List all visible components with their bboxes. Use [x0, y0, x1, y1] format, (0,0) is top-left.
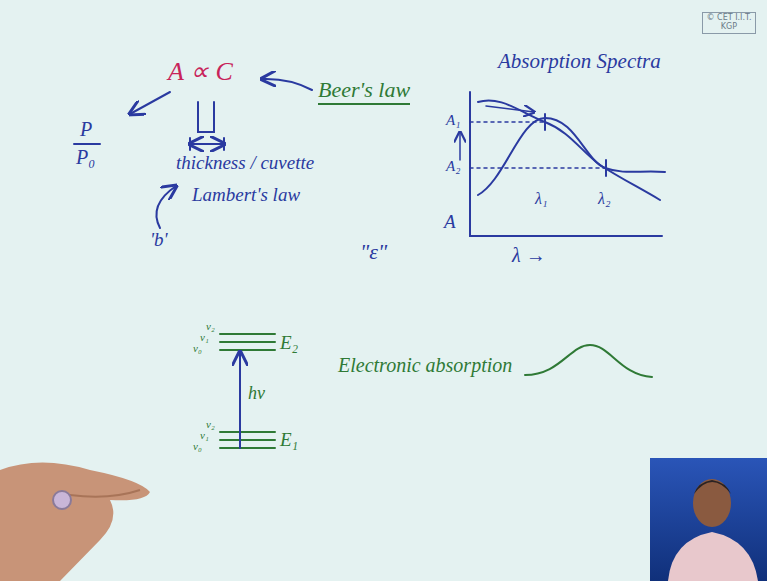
- dotted-guide: [470, 122, 606, 168]
- axis-value: λ₂: [598, 190, 611, 208]
- symbol: P₀: [76, 146, 95, 168]
- watermark: © CET I.I.T. KGP: [702, 12, 756, 34]
- thickness-ticks: [190, 138, 224, 150]
- axis-value: A₁: [446, 112, 460, 129]
- pointer-arrow: [130, 92, 170, 114]
- fraction-bar: [74, 143, 100, 145]
- level-label: ν₂: [206, 418, 215, 430]
- presenter-photo: [650, 458, 767, 581]
- level-label: ν₁: [200, 331, 209, 343]
- law-name: Beer's law: [318, 78, 410, 105]
- energy-level: [220, 432, 275, 448]
- energy-level: [220, 334, 275, 350]
- hand-photo: [0, 463, 150, 581]
- level-label: ν₀: [193, 440, 202, 452]
- heading: Absorption Spectra: [498, 50, 661, 73]
- note: thickness / cuvette: [176, 153, 314, 174]
- axis: [470, 92, 662, 236]
- level-label: ν₂: [206, 320, 215, 332]
- note: Electronic absorption: [338, 354, 512, 376]
- formula: A ∝ C: [168, 58, 233, 87]
- tick: [545, 114, 606, 176]
- spectrum-curve: [478, 100, 660, 200]
- absorption-band: [525, 345, 652, 377]
- level-label: ν₁: [200, 429, 209, 441]
- axis-arrow: [459, 132, 461, 160]
- axis-value: A₂: [446, 158, 460, 175]
- cuvette-sketch: [198, 102, 214, 132]
- photon-label: hν: [248, 384, 265, 404]
- axis-value: λ₁: [535, 190, 548, 208]
- energy-label: E₁: [280, 430, 298, 451]
- pointer-arrow: [486, 106, 534, 112]
- thickness-arrow: [190, 143, 224, 145]
- spectrum-curve: [478, 118, 665, 195]
- pointer-arrow: [156, 186, 176, 228]
- pointer-arrow: [262, 79, 312, 90]
- law-name: Lambert's law: [192, 185, 300, 206]
- excitation-arrow: [239, 352, 241, 448]
- level-label: ν₀: [193, 342, 202, 354]
- axis-label: λ →: [512, 244, 546, 266]
- symbol: P: [80, 118, 92, 140]
- axis-label: A: [444, 212, 456, 233]
- energy-label: E₂: [280, 333, 298, 354]
- symbol: "ε": [360, 240, 387, 264]
- symbol: 'b': [150, 230, 168, 251]
